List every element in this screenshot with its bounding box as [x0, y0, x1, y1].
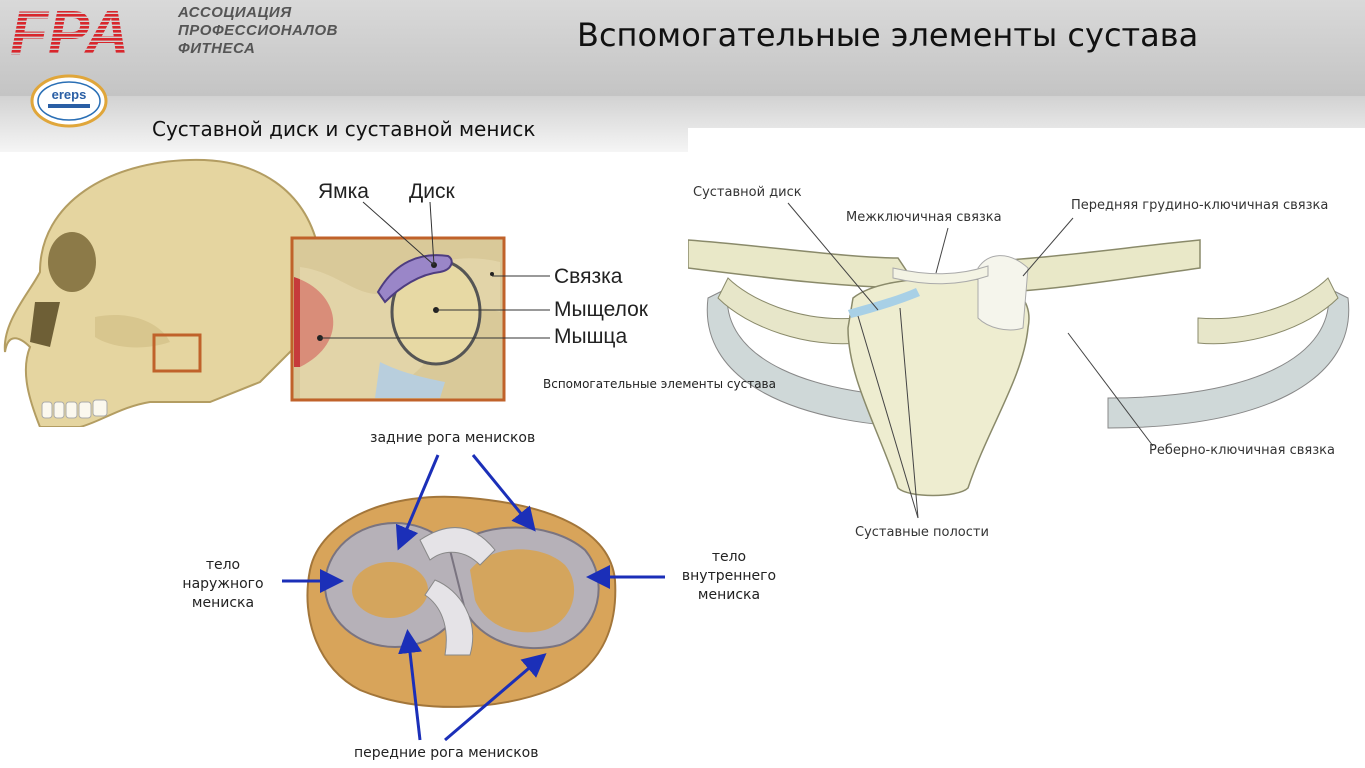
label-disc: Диск [409, 180, 455, 204]
label-articular-disc: Суставной диск [693, 185, 802, 200]
association-name: АССОЦИАЦИЯ ПРОФЕССИОНАЛОВ ФИТНЕСА [178, 4, 338, 58]
label-lateral-line-1: тело [168, 556, 278, 575]
label-interclavicular-ligament: Межключичная связка [846, 210, 1002, 225]
fpa-logo: FPA [8, 2, 160, 60]
slide-subtitle: Суставной диск и суставной мениск [152, 117, 536, 141]
label-lateral-meniscus-body: тело наружного мениска [168, 556, 278, 613]
association-line-3: ФИТНЕСА [178, 40, 338, 58]
fpa-logo-letters: FPA [10, 2, 129, 60]
ereps-badge: ereps [30, 74, 108, 128]
figure-caption: Вспомогательные элементы сустава [543, 377, 776, 391]
label-muscle: Мышца [554, 325, 627, 349]
label-fossa: Ямка [318, 180, 369, 204]
label-medial-meniscus-body: тело внутреннего мениска [672, 548, 786, 605]
label-lateral-line-2: наружного [168, 575, 278, 594]
association-line-1: АССОЦИАЦИЯ [178, 4, 338, 22]
label-anterior-horns: передние рога менисков [354, 745, 539, 761]
label-medial-line-2: внутреннего [672, 567, 786, 586]
association-line-2: ПРОФЕССИОНАЛОВ [178, 22, 338, 40]
label-joint-cavities: Суставные полости [855, 525, 989, 540]
slide-title: Вспомогательные элементы сустава [577, 16, 1198, 54]
ereps-badge-text: ereps [52, 87, 87, 102]
label-medial-line-1: тело [672, 548, 786, 567]
label-condyle: Мыщелок [554, 298, 648, 322]
label-costoclavicular-ligament: Реберно-ключичная связка [1149, 443, 1335, 458]
knee-arrows [270, 445, 670, 745]
label-lateral-line-3: мениска [168, 594, 278, 613]
label-ligament: Связка [554, 265, 622, 289]
skull-orbit [48, 232, 96, 292]
upper-teeth [42, 400, 107, 418]
label-anterior-sc-ligament: Передняя грудино-ключичная связка [1071, 198, 1328, 213]
label-medial-line-3: мениска [672, 586, 786, 605]
label-posterior-horns: задние рога менисков [370, 430, 535, 446]
